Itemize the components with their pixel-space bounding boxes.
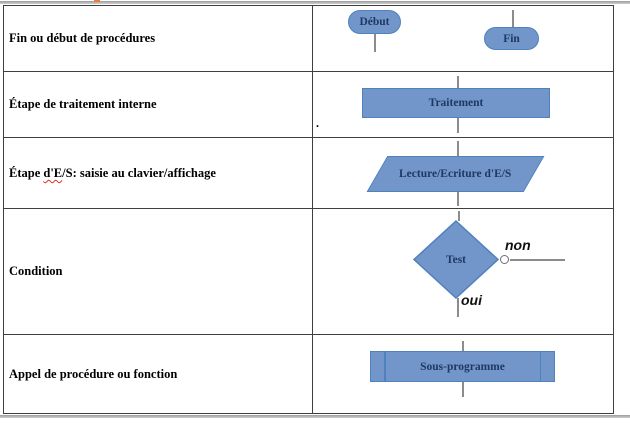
- row-label: Étape d'E/S: saisie au clavier/affichage: [4, 138, 313, 208]
- process-shape: Traitement: [362, 88, 550, 118]
- end-terminator-label: Fin: [503, 32, 520, 45]
- misspelled-fragment: d'E: [43, 165, 63, 180]
- branch-no-label: non: [505, 237, 531, 253]
- table-row: Appel de procédure ou fonction Sous-prog…: [4, 335, 613, 413]
- branch-yes-line: [457, 298, 459, 317]
- table-row: Fin ou début de procédures Début Fin: [4, 6, 613, 72]
- row-label: Fin ou début de procédures: [4, 6, 313, 71]
- row-label: Condition: [4, 209, 313, 334]
- start-terminator-shape: Début: [348, 10, 401, 34]
- connector-line: [374, 34, 376, 52]
- branch-no-line: [510, 259, 565, 261]
- symbol-cell: Traitement .: [313, 72, 613, 137]
- connector-line: [458, 211, 460, 221]
- symbol-cell: Sous-programme: [313, 335, 613, 413]
- symbol-cell: Lecture/Ecriture d'E/S: [313, 138, 613, 208]
- connector-line: [457, 192, 459, 206]
- subroutine-right-bar: [539, 352, 541, 381]
- connector-line: [512, 10, 514, 27]
- symbol-cell: Début Fin: [313, 6, 613, 71]
- start-terminator-label: Début: [359, 16, 390, 28]
- connector-line: [462, 382, 464, 397]
- legend-table: Fin ou début de procédures Début Fin Éta…: [3, 5, 614, 414]
- stray-period: .: [316, 116, 319, 130]
- decision-diamond-shape: Test: [412, 219, 500, 300]
- row-label-text: Étape d'E/S: saisie au clavier/affichage: [9, 165, 216, 180]
- subroutine-shape: Sous-programme: [370, 351, 555, 382]
- process-label: Traitement: [428, 97, 484, 109]
- connector-line: [457, 118, 459, 133]
- io-label: Lecture/Ecriture d'E/S: [399, 168, 512, 180]
- table-row: Étape d'E/S: saisie au clavier/affichage…: [4, 138, 613, 209]
- connector-line: [462, 341, 464, 351]
- decision-diamond-svg: [412, 219, 500, 300]
- table-row: Condition Test non oui: [4, 209, 613, 335]
- connector-line: [457, 76, 459, 88]
- table-row: Étape de traitement interne Traitement .: [4, 72, 613, 138]
- top-horizontal-rule: [0, 1, 630, 4]
- subroutine-left-bar: [384, 352, 386, 381]
- symbol-cell: Test non oui: [313, 209, 613, 334]
- crop-artifact: [94, 0, 100, 2]
- row-label: Appel de procédure ou fonction: [4, 335, 313, 413]
- end-terminator-shape: Fin: [484, 27, 539, 50]
- io-parallelogram-shape: Lecture/Ecriture d'E/S: [366, 156, 545, 192]
- connector-node-circle: [500, 255, 509, 264]
- connector-line: [457, 141, 459, 156]
- decision-label: Test: [445, 253, 467, 266]
- branch-yes-label: oui: [461, 292, 482, 308]
- subroutine-label: Sous-programme: [420, 360, 505, 373]
- bottom-horizontal-rule: [0, 415, 630, 418]
- row-label: Étape de traitement interne: [4, 72, 313, 137]
